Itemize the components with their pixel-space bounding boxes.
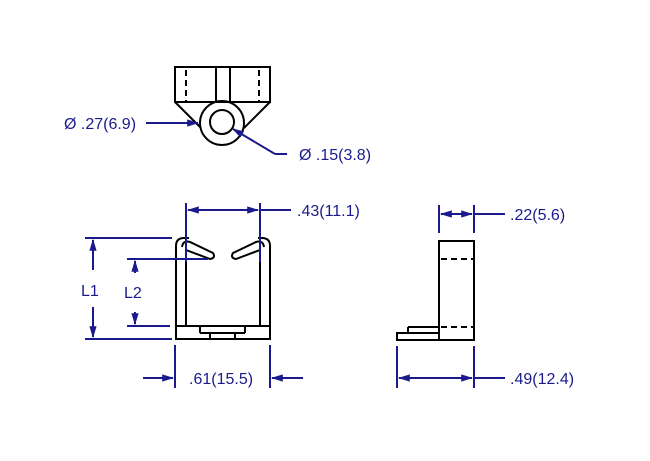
front-view bbox=[175, 237, 271, 340]
base-width-label: .61(15.5) bbox=[189, 371, 253, 388]
base-width-dimension: .61(15.5) bbox=[143, 345, 303, 388]
side-thickness-dimension: .22(5.6) bbox=[438, 205, 565, 233]
L2-dimension: L2 bbox=[124, 258, 208, 327]
outer-diameter-callout: Ø .27(6.9) bbox=[64, 116, 200, 133]
outer-diameter-label: Ø .27(6.9) bbox=[64, 116, 136, 133]
L2-label: L2 bbox=[124, 285, 142, 302]
inner-diameter-callout: Ø .15(3.8) bbox=[231, 128, 371, 164]
side-depth-label: .49(12.4) bbox=[510, 371, 574, 388]
side-depth-dimension: .49(12.4) bbox=[396, 346, 574, 388]
side-view bbox=[396, 240, 475, 341]
side-thickness-label: .22(5.6) bbox=[510, 207, 565, 224]
L1-dimension: L1 bbox=[81, 237, 172, 340]
slot-width-label: .43(11.1) bbox=[297, 203, 360, 220]
inner-diameter-label: Ø .15(3.8) bbox=[299, 147, 371, 164]
slot-width-dimension: .43(11.1) bbox=[185, 203, 360, 262]
top-view bbox=[174, 66, 271, 146]
L1-label: L1 bbox=[81, 283, 99, 300]
